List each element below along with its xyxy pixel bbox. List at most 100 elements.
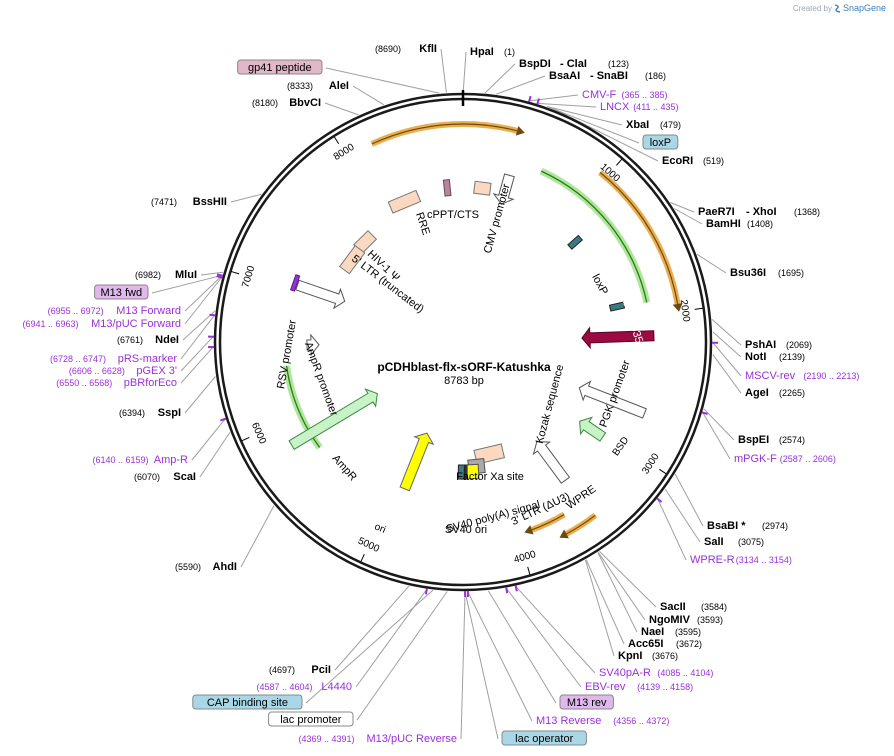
left-label-2-pos: (8333)	[287, 81, 313, 91]
right-label-17-leader	[674, 473, 704, 527]
right-label-7-name: EcoRI	[662, 155, 693, 167]
right-label-0: HpaI(1)	[470, 46, 515, 58]
right-label-1: BspDI- ClaI(123)	[519, 58, 629, 70]
left-label-6-box	[94, 284, 149, 300]
right-label-14: AgeI(2265)	[745, 387, 805, 399]
tick-mark-2000	[694, 307, 703, 310]
right-label-16-name: mPGK-F	[734, 453, 777, 465]
tick-label-8000: 8000	[332, 142, 357, 163]
right-label-13-pos: (2190 .. 2213)	[803, 371, 859, 381]
orange-arc-right-line	[599, 171, 679, 305]
tick-mark-8000	[334, 136, 340, 145]
right-label-10-leader	[696, 253, 727, 274]
right-label-26: EBV-rev(4139 .. 4158)	[585, 681, 693, 693]
left-label-10-name: pRS-marker	[118, 353, 178, 365]
left-label-17: PciI(4697)	[269, 664, 331, 676]
orange-arc-top-line	[371, 123, 518, 145]
orange-arc-top	[370, 121, 518, 147]
left-label-8-pos: (6941 .. 6963)	[22, 319, 78, 329]
right-label-15-leader	[703, 408, 735, 441]
right-label-5-leader	[546, 106, 623, 126]
wpre-arrow	[532, 441, 571, 484]
left-label-8: M13/pUC Forward(6941 .. 6963)	[22, 318, 181, 330]
left-label-5-leader	[200, 271, 223, 276]
right-label-11-pos: (2069)	[786, 340, 812, 350]
right-label-3-leader	[529, 94, 579, 102]
right-label-6-leader	[548, 106, 640, 144]
right-label-2-leader	[496, 75, 546, 95]
right-label-19: WPRE-R(3134 .. 3154)	[690, 554, 792, 566]
right-label-23-pos: (3672)	[676, 639, 702, 649]
right-label-22-name: NaeI	[641, 626, 664, 638]
left-label-7-leader	[184, 275, 223, 312]
right-label-4-name: LNCX	[600, 101, 630, 113]
right-label-18-name: SalI	[704, 536, 724, 548]
left-label-11-pos: (6606 .. 6628)	[69, 366, 125, 376]
right-label-20-pos: (3584)	[701, 602, 727, 612]
left-label-16-leader	[240, 505, 275, 568]
tick-mark-1000	[616, 158, 623, 166]
orange-arc-bottom-2-head	[524, 525, 534, 535]
left-label-2: AleI(8333)	[287, 80, 349, 92]
right-label-12-name: NotI	[745, 351, 766, 363]
right-label-25-leader	[515, 586, 596, 674]
left-label-2-leader	[352, 85, 385, 106]
left-label-15-name: ScaI	[173, 471, 196, 483]
factor-xa-block	[457, 464, 465, 480]
right-label-5-pos: (479)	[660, 120, 681, 130]
left-label-5-name: MluI	[175, 269, 197, 281]
right-label-15: BspEI(2574)	[738, 434, 805, 446]
right-label-1-alt: - ClaI	[560, 58, 587, 70]
left-label-3-pos: (8180)	[252, 98, 278, 108]
tick-mark-3000	[659, 468, 667, 475]
right-label-25: SV40pA-R (4085 .. 4104)	[599, 667, 713, 679]
tick-label-4000: 4000	[513, 549, 538, 566]
green-arc-right-line	[540, 170, 648, 303]
right-label-7-pos: (519)	[703, 156, 724, 166]
right-label-5: XbaI(479)	[626, 119, 681, 131]
ampr-promoter-arrow	[306, 333, 320, 357]
left-label-9-name: NdeI	[155, 334, 179, 346]
left-label-18-name: L4440	[321, 681, 352, 693]
left-label-13: SspI(6394)	[119, 407, 181, 419]
right-label-4-pos: (411 .. 435)	[633, 102, 678, 112]
bsd-arrow	[579, 416, 607, 442]
left-label-19-leader	[305, 589, 434, 704]
tick-mark-4000	[527, 566, 531, 575]
loxp-teal-block	[608, 301, 626, 312]
right-label-22-leader	[597, 552, 638, 633]
left-label-1-text: gp41 peptide	[248, 62, 312, 74]
right-label-16-pos: (2587 .. 2606)	[780, 454, 836, 464]
left-label-6: M13 fwd	[94, 284, 149, 300]
left-label-20: lac promoter	[268, 711, 354, 727]
right-label-19-name: WPRE-R	[690, 554, 735, 566]
primer-tick-6	[505, 587, 509, 594]
left-label-19: CAP binding site	[192, 694, 303, 710]
right-label-12-pos: (2139)	[779, 352, 805, 362]
right-label-25-pos: (4085 .. 4104)	[657, 668, 713, 678]
right-label-16-leader	[702, 412, 731, 460]
left-label-9: NdeI(6761)	[117, 334, 179, 346]
left-label-14-leader	[191, 418, 226, 461]
right-label-9-leader	[674, 208, 703, 225]
right-label-24-pos: (3676)	[652, 651, 678, 661]
green-arc-left-line	[285, 365, 321, 448]
right-label-29: lac operator	[501, 730, 587, 746]
left-label-5: MluI(6982)	[135, 269, 197, 281]
left-label-12-name: pBRforEco	[124, 377, 177, 389]
right-label-17-pos: (2974)	[762, 521, 788, 531]
right-label-6-text: loxP	[650, 137, 671, 149]
primer-tick-1	[536, 98, 540, 105]
credit-brand: SnapGene	[842, 3, 886, 13]
right-label-1-name: BspDI	[519, 58, 551, 70]
right-label-25-name: SV40pA-R	[599, 667, 651, 679]
left-label-11-name: pGEX 3'	[136, 365, 177, 377]
left-label-18: L4440(4587 .. 4604)	[256, 681, 352, 693]
left-label-14-name: Amp-R	[154, 454, 188, 466]
left-label-7: M13 Forward(6955 .. 6972)	[48, 305, 181, 317]
plasmid-name: pCDHblast-flx-sORF-Katushka	[377, 360, 551, 374]
left-label-15: ScaI(6070)	[134, 471, 196, 483]
primer-tick-5	[514, 585, 518, 592]
right-label-16: mPGK-F(2587 .. 2606)	[734, 453, 836, 465]
right-label-27-box	[559, 694, 614, 710]
